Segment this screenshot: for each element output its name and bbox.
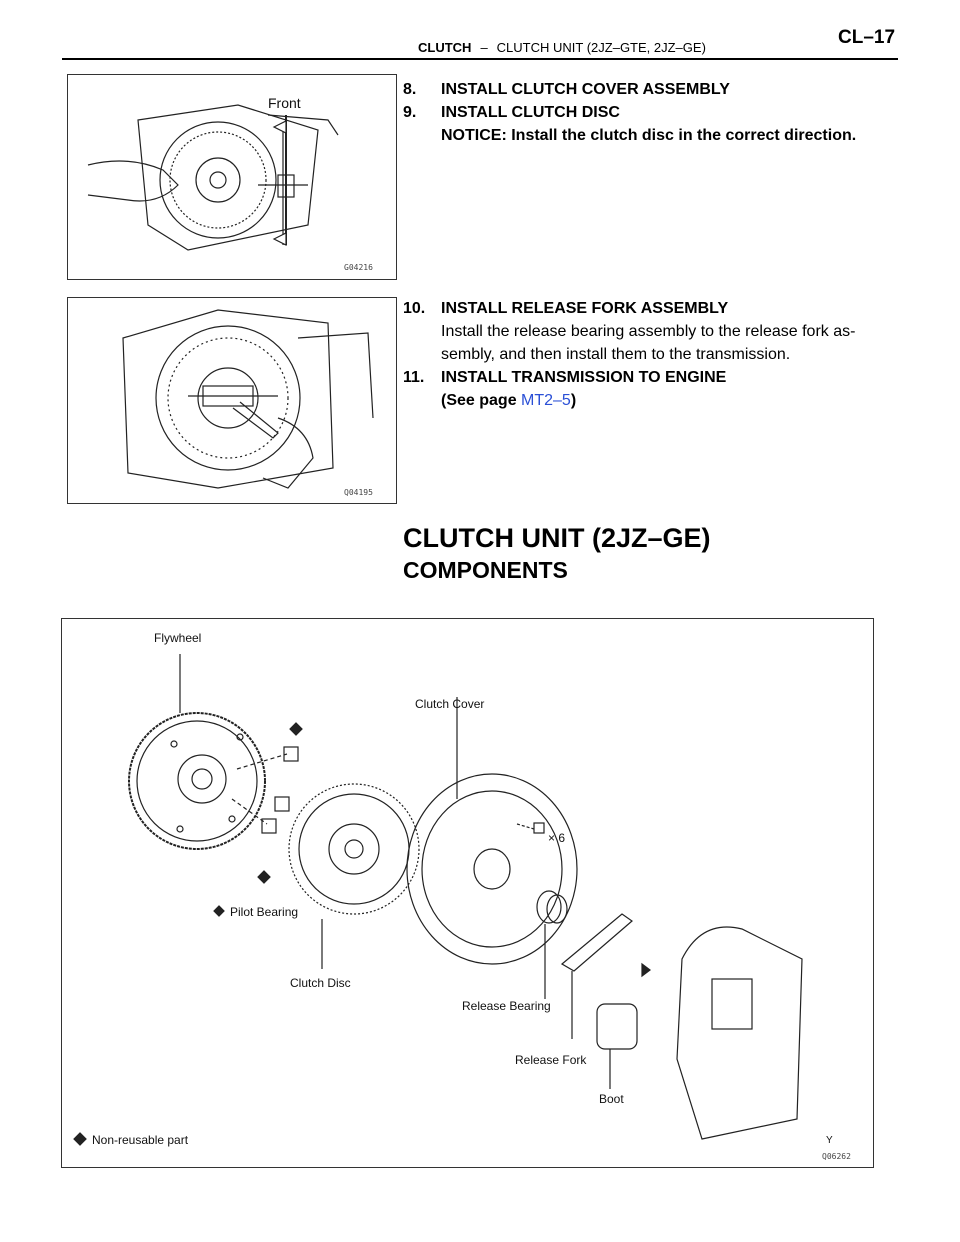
label-boot: Boot	[599, 1092, 624, 1106]
step-9: 9. INSTALL CLUTCH DISC	[403, 104, 620, 121]
header-separator: –	[480, 40, 488, 55]
step-11: 11. INSTALL TRANSMISSION TO ENGINE	[403, 369, 727, 386]
step-10-body-1: Install the release bearing assembly to …	[441, 323, 856, 340]
label-pilot-bearing: Pilot Bearing	[230, 905, 299, 919]
release-fork-illustration	[122, 309, 374, 489]
link-mt2-5[interactable]: MT2–5	[521, 392, 571, 409]
label-clutch-cover: Clutch Cover	[415, 697, 485, 711]
diagram-code: Q06262	[822, 1152, 851, 1161]
step-9-notice: NOTICE: Install the clutch disc in the c…	[441, 127, 857, 144]
page-number: CL–17	[838, 27, 896, 48]
step-10: 10. INSTALL RELEASE FORK ASSEMBLY	[403, 300, 729, 317]
figure1-code: G04216	[344, 263, 373, 272]
figure-clutch-disc-install: Front G04216	[67, 74, 397, 280]
label-y: Y	[826, 1135, 833, 1146]
header-rule	[62, 58, 898, 60]
label-release-bearing: Release Bearing	[462, 999, 551, 1013]
figure2-code: Q04195	[344, 488, 373, 497]
figure-release-fork-install: Q04195	[67, 297, 397, 504]
clutch-disc-illustration	[87, 104, 339, 251]
steps-8-9: 8. INSTALL CLUTCH COVER ASSEMBLY 9. INST…	[403, 78, 903, 147]
header-subsection: CLUTCH UNIT (2JZ–GTE, 2JZ–GE)	[496, 40, 706, 55]
header-section: CLUTCH	[418, 40, 472, 55]
label-flywheel: Flywheel	[154, 631, 202, 645]
figure1-front-label: Front	[268, 95, 301, 111]
step-11-see-page: (See page MT2–5)	[441, 392, 577, 409]
steps-10-11: 10. INSTALL RELEASE FORK ASSEMBLY Instal…	[403, 297, 903, 412]
section-title: CLUTCH UNIT (2JZ–GE)	[403, 523, 711, 553]
components-diagram: Flywheel Clutch Cover × 6 Pilot Bearing …	[61, 618, 874, 1168]
label-non-reusable: Non-reusable part	[92, 1133, 189, 1147]
section-subtitle: COMPONENTS	[403, 557, 568, 583]
label-release-fork: Release Fork	[515, 1053, 587, 1067]
step-10-body-2: sembly, and then install them to the tra…	[441, 346, 791, 363]
running-header: CLUTCH–CLUTCH UNIT (2JZ–GTE, 2JZ–GE)	[418, 40, 706, 55]
label-times-6: × 6	[548, 831, 566, 845]
label-clutch-disc: Clutch Disc	[290, 976, 351, 990]
step-8: 8. INSTALL CLUTCH COVER ASSEMBLY	[403, 81, 730, 98]
components-illustration	[73, 654, 803, 1146]
